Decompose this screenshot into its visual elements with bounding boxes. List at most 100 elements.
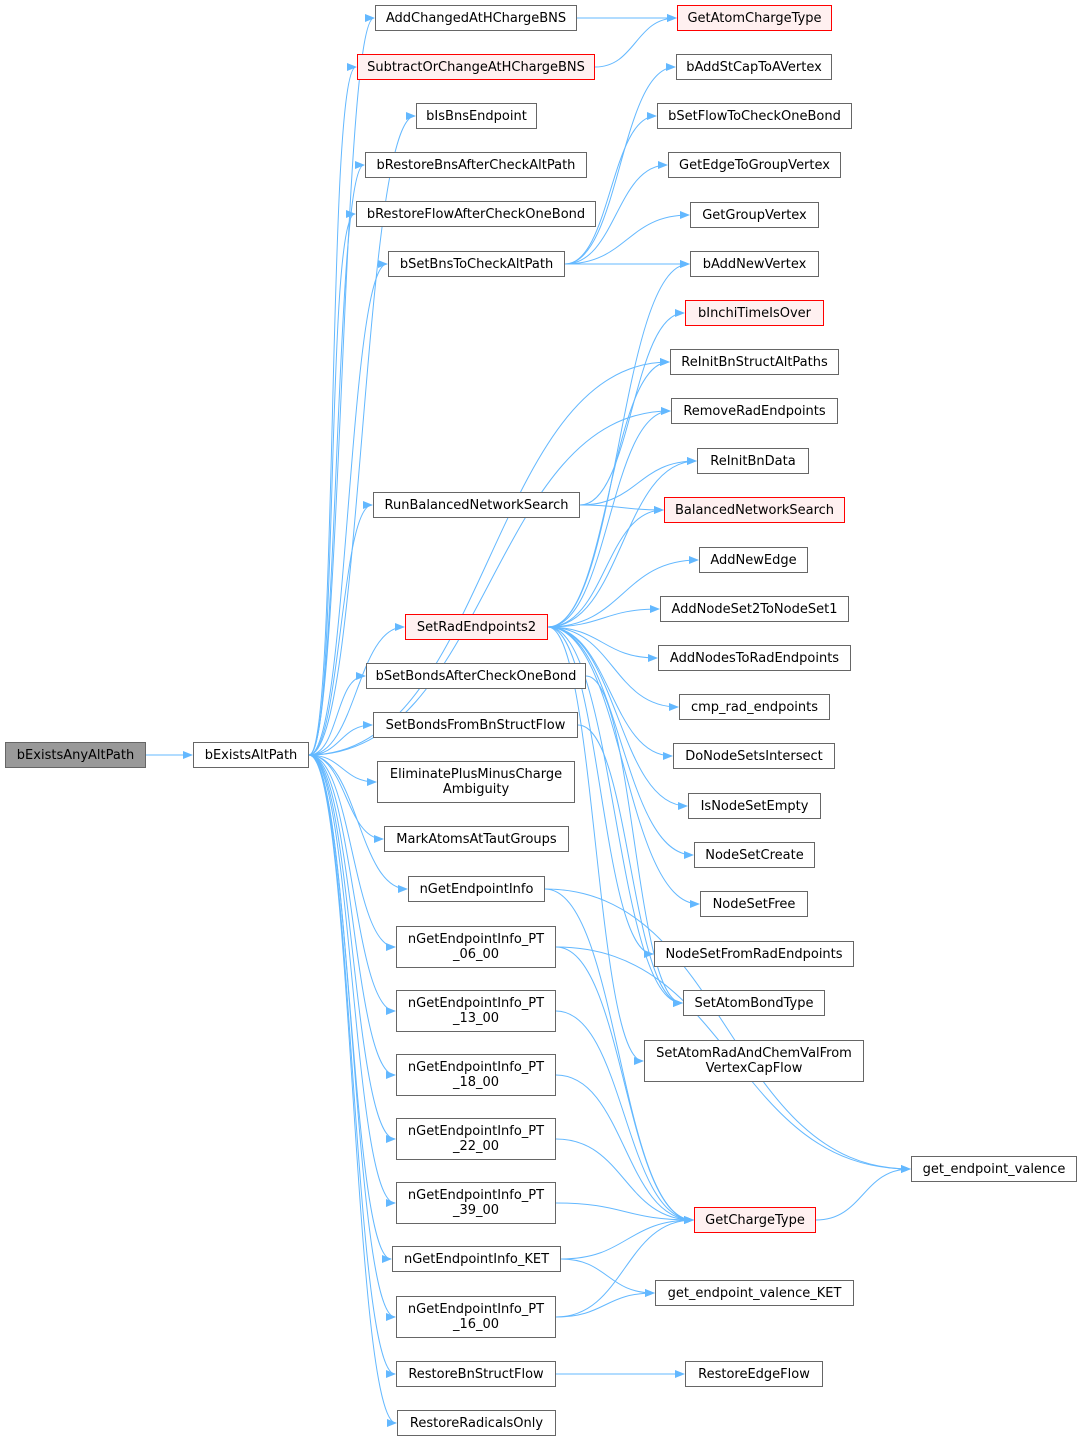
edge-SetRadEndpoints2-to-cmp_rad_endpoints bbox=[547, 626, 679, 711]
node-bExistsAnyAltPath: bExistsAnyAltPath bbox=[5, 742, 146, 768]
node-bInchiTimeIsOver[interactable]: bInchiTimeIsOver bbox=[685, 300, 824, 326]
edge-bExistsAltPath-to-RestoreRadicalsOnly bbox=[308, 754, 397, 1427]
node-SetAtomRadAndChemValFromVertexCapFlow[interactable]: SetAtomRadAndChemValFrom VertexCapFlow bbox=[644, 1040, 864, 1082]
node-SetAtomBondType[interactable]: SetAtomBondType bbox=[683, 990, 825, 1016]
node-AddNewEdge[interactable]: AddNewEdge bbox=[699, 547, 808, 573]
edge-nGetEndpointInfo_PT_13_00-to-GetChargeType bbox=[555, 1010, 694, 1224]
node-AddNodeSet2ToNodeSet1[interactable]: AddNodeSet2ToNodeSet1 bbox=[660, 596, 849, 622]
node-bRestoreBnsAfterCheckAltPath[interactable]: bRestoreBnsAfterCheckAltPath bbox=[365, 152, 587, 178]
edge-SetRadEndpoints2-to-RemoveRadEndpoints bbox=[547, 407, 671, 628]
edge-nGetEndpointInfo_PT_22_00-to-GetChargeType bbox=[555, 1138, 694, 1224]
edge-nGetEndpointInfo_PT_18_00-to-GetChargeType bbox=[555, 1074, 694, 1224]
node-nGetEndpointInfo_PT_22_00[interactable]: nGetEndpointInfo_PT _22_00 bbox=[396, 1118, 556, 1160]
edge-bExistsAltPath-to-nGetEndpointInfo_PT_16_00 bbox=[308, 754, 396, 1321]
node-GetEdgeToGroupVertex[interactable]: GetEdgeToGroupVertex bbox=[668, 152, 841, 178]
node-DoNodeSetsIntersect[interactable]: DoNodeSetsIntersect bbox=[673, 743, 835, 769]
edge-RunBalancedNetworkSearch-to-bInchiTimeIsOver bbox=[579, 309, 685, 506]
edge-bExistsAltPath-to-nGetEndpointInfo bbox=[308, 754, 408, 893]
edge-SetRadEndpoints2-to-SetAtomBondType bbox=[547, 626, 683, 1007]
node-nGetEndpointInfo_KET[interactable]: nGetEndpointInfo_KET bbox=[392, 1246, 561, 1272]
edge-RunBalancedNetworkSearch-to-ReInitBnData bbox=[579, 457, 697, 506]
node-AddChangedAtHChargeBNS[interactable]: AddChangedAtHChargeBNS bbox=[375, 5, 577, 31]
edge-bSetBnsToCheckAltPath-to-GetGroupVertex bbox=[564, 211, 690, 265]
edge-nGetEndpointInfo_PT_16_00-to-GetChargeType bbox=[555, 1216, 694, 1318]
node-bSetFlowToCheckOneBond[interactable]: bSetFlowToCheckOneBond bbox=[657, 103, 852, 129]
node-GetGroupVertex[interactable]: GetGroupVertex bbox=[690, 202, 819, 228]
node-RunBalancedNetworkSearch[interactable]: RunBalancedNetworkSearch bbox=[373, 492, 580, 518]
edge-bExistsAltPath-to-bRestoreFlowAfterCheckOneBond bbox=[308, 210, 356, 756]
node-get_endpoint_valence[interactable]: get_endpoint_valence bbox=[911, 1156, 1077, 1182]
node-SetRadEndpoints2[interactable]: SetRadEndpoints2 bbox=[405, 614, 548, 640]
node-bRestoreFlowAfterCheckOneBond[interactable]: bRestoreFlowAfterCheckOneBond bbox=[356, 201, 596, 227]
node-IsNodeSetEmpty[interactable]: IsNodeSetEmpty bbox=[688, 793, 821, 819]
node-ReInitBnStructAltPaths[interactable]: ReInitBnStructAltPaths bbox=[670, 349, 839, 375]
node-nGetEndpointInfo[interactable]: nGetEndpointInfo bbox=[408, 876, 545, 902]
node-bSetBondsAfterCheckOneBond[interactable]: bSetBondsAfterCheckOneBond bbox=[366, 663, 586, 689]
edge-bSetBnsToCheckAltPath-to-GetEdgeToGroupVertex bbox=[564, 161, 668, 265]
node-BalancedNetworkSearch[interactable]: BalancedNetworkSearch bbox=[664, 497, 845, 523]
node-EliminatePlusMinusChargeAmbiguity[interactable]: EliminatePlusMinusCharge Ambiguity bbox=[377, 761, 575, 803]
node-nGetEndpointInfo_PT_13_00[interactable]: nGetEndpointInfo_PT _13_00 bbox=[396, 990, 556, 1032]
edge-bExistsAltPath-to-EliminatePlusMinusChargeAmbiguity bbox=[308, 754, 377, 786]
node-RestoreRadicalsOnly[interactable]: RestoreRadicalsOnly bbox=[397, 1410, 556, 1436]
edge-SetRadEndpoints2-to-AddNodeSet2ToNodeSet1 bbox=[547, 605, 660, 628]
node-RestoreBnStructFlow[interactable]: RestoreBnStructFlow bbox=[396, 1361, 556, 1387]
node-cmp_rad_endpoints[interactable]: cmp_rad_endpoints bbox=[679, 694, 830, 720]
node-NodeSetCreate[interactable]: NodeSetCreate bbox=[694, 842, 815, 868]
node-bSetBnsToCheckAltPath[interactable]: bSetBnsToCheckAltPath bbox=[388, 251, 565, 277]
node-bExistsAltPath[interactable]: bExistsAltPath bbox=[193, 742, 309, 768]
edge-SetRadEndpoints2-to-AddNewEdge bbox=[547, 556, 699, 628]
node-nGetEndpointInfo_PT_39_00[interactable]: nGetEndpointInfo_PT _39_00 bbox=[396, 1182, 556, 1224]
edge-nGetEndpointInfo_KET-to-get_endpoint_valence_KET bbox=[560, 1258, 655, 1297]
node-bAddNewVertex[interactable]: bAddNewVertex bbox=[690, 251, 819, 277]
node-AddNodesToRadEndpoints[interactable]: AddNodesToRadEndpoints bbox=[658, 645, 851, 671]
edge-bExistsAltPath-to-bSetBondsAfterCheckOneBond bbox=[308, 672, 366, 756]
edge-SetRadEndpoints2-to-ReInitBnData bbox=[547, 457, 697, 628]
edge-GetChargeType-to-get_endpoint_valence bbox=[815, 1165, 911, 1221]
edge-SetRadEndpoints2-to-NodeSetFromRadEndpoints bbox=[547, 626, 654, 958]
node-GetAtomChargeType[interactable]: GetAtomChargeType bbox=[677, 5, 832, 31]
edge-bSetBnsToCheckAltPath-to-bSetFlowToCheckOneBond bbox=[564, 112, 657, 265]
edge-bExistsAltPath-to-bIsBnsEndpoint bbox=[308, 112, 416, 756]
node-bIsBnsEndpoint[interactable]: bIsBnsEndpoint bbox=[416, 103, 537, 129]
edge-bExistsAltPath-to-MarkAtomsAtTautGroups bbox=[308, 754, 384, 843]
node-nGetEndpointInfo_PT_18_00[interactable]: nGetEndpointInfo_PT _18_00 bbox=[396, 1054, 556, 1096]
edge-bExistsAltPath-to-SetBondsFromBnStructFlow bbox=[308, 721, 373, 756]
edge-bExistsAltPath-to-SubtractOrChangeAtHChargeBNS bbox=[308, 63, 357, 756]
node-nGetEndpointInfo_PT_16_00[interactable]: nGetEndpointInfo_PT _16_00 bbox=[396, 1296, 556, 1338]
node-RemoveRadEndpoints[interactable]: RemoveRadEndpoints bbox=[671, 398, 838, 424]
edge-SetRadEndpoints2-to-NodeSetFree bbox=[547, 626, 700, 908]
edge-SetRadEndpoints2-to-ReInitBnStructAltPaths bbox=[547, 358, 670, 628]
edge-nGetEndpointInfo_KET-to-GetChargeType bbox=[560, 1216, 694, 1260]
edge-bExistsAltPath-to-bSetBnsToCheckAltPath bbox=[308, 260, 388, 756]
node-SetBondsFromBnStructFlow[interactable]: SetBondsFromBnStructFlow bbox=[373, 712, 578, 738]
edge-bSetBnsToCheckAltPath-to-bAddStCapToAVertex bbox=[564, 63, 676, 265]
node-ReInitBnData[interactable]: ReInitBnData bbox=[697, 448, 809, 474]
edge-SetBondsFromBnStructFlow-to-SetAtomBondType bbox=[577, 724, 683, 1007]
node-MarkAtomsAtTautGroups[interactable]: MarkAtomsAtTautGroups bbox=[384, 826, 569, 852]
edge-SetRadEndpoints2-to-AddNodesToRadEndpoints bbox=[547, 626, 658, 662]
node-bAddStCapToAVertex[interactable]: bAddStCapToAVertex bbox=[676, 54, 832, 80]
edge-nGetEndpointInfo_PT_16_00-to-get_endpoint_valence_KET bbox=[555, 1289, 655, 1318]
node-NodeSetFromRadEndpoints[interactable]: NodeSetFromRadEndpoints bbox=[654, 941, 854, 967]
node-get_endpoint_valence_KET[interactable]: get_endpoint_valence_KET bbox=[655, 1280, 854, 1306]
edge-bExistsAltPath-to-nGetEndpointInfo_PT_18_00 bbox=[308, 754, 396, 1079]
edge-bExistsAltPath-to-nGetEndpointInfo_PT_22_00 bbox=[308, 754, 396, 1143]
edge-SetRadEndpoints2-to-bAddNewVertex bbox=[547, 260, 690, 628]
edge-bExistsAltPath-to-SetRadEndpoints2 bbox=[308, 623, 405, 756]
edge-SetRadEndpoints2-to-BalancedNetworkSearch bbox=[547, 506, 664, 628]
node-SubtractOrChangeAtHChargeBNS[interactable]: SubtractOrChangeAtHChargeBNS bbox=[357, 54, 595, 80]
edge-nGetEndpointInfo_PT_39_00-to-GetChargeType bbox=[555, 1202, 694, 1224]
edge-bSetBondsAfterCheckOneBond-to-SetAtomBondType bbox=[585, 675, 683, 1007]
node-RestoreEdgeFlow[interactable]: RestoreEdgeFlow bbox=[685, 1361, 823, 1387]
edge-SetRadEndpoints2-to-SetAtomRadAndChemValFromVertexCapFlow bbox=[547, 626, 644, 1065]
edge-bExistsAltPath-to-nGetEndpointInfo_PT_06_00 bbox=[308, 754, 396, 951]
edge-SetRadEndpoints2-to-NodeSetCreate bbox=[547, 626, 694, 859]
edge-bExistsAltPath-to-RunBalancedNetworkSearch bbox=[308, 501, 373, 756]
node-NodeSetFree[interactable]: NodeSetFree bbox=[700, 891, 808, 917]
node-nGetEndpointInfo_PT_06_00[interactable]: nGetEndpointInfo_PT _06_00 bbox=[396, 926, 556, 968]
edge-nGetEndpointInfo-to-get_endpoint_valence bbox=[544, 888, 911, 1173]
node-GetChargeType[interactable]: GetChargeType bbox=[694, 1207, 816, 1233]
